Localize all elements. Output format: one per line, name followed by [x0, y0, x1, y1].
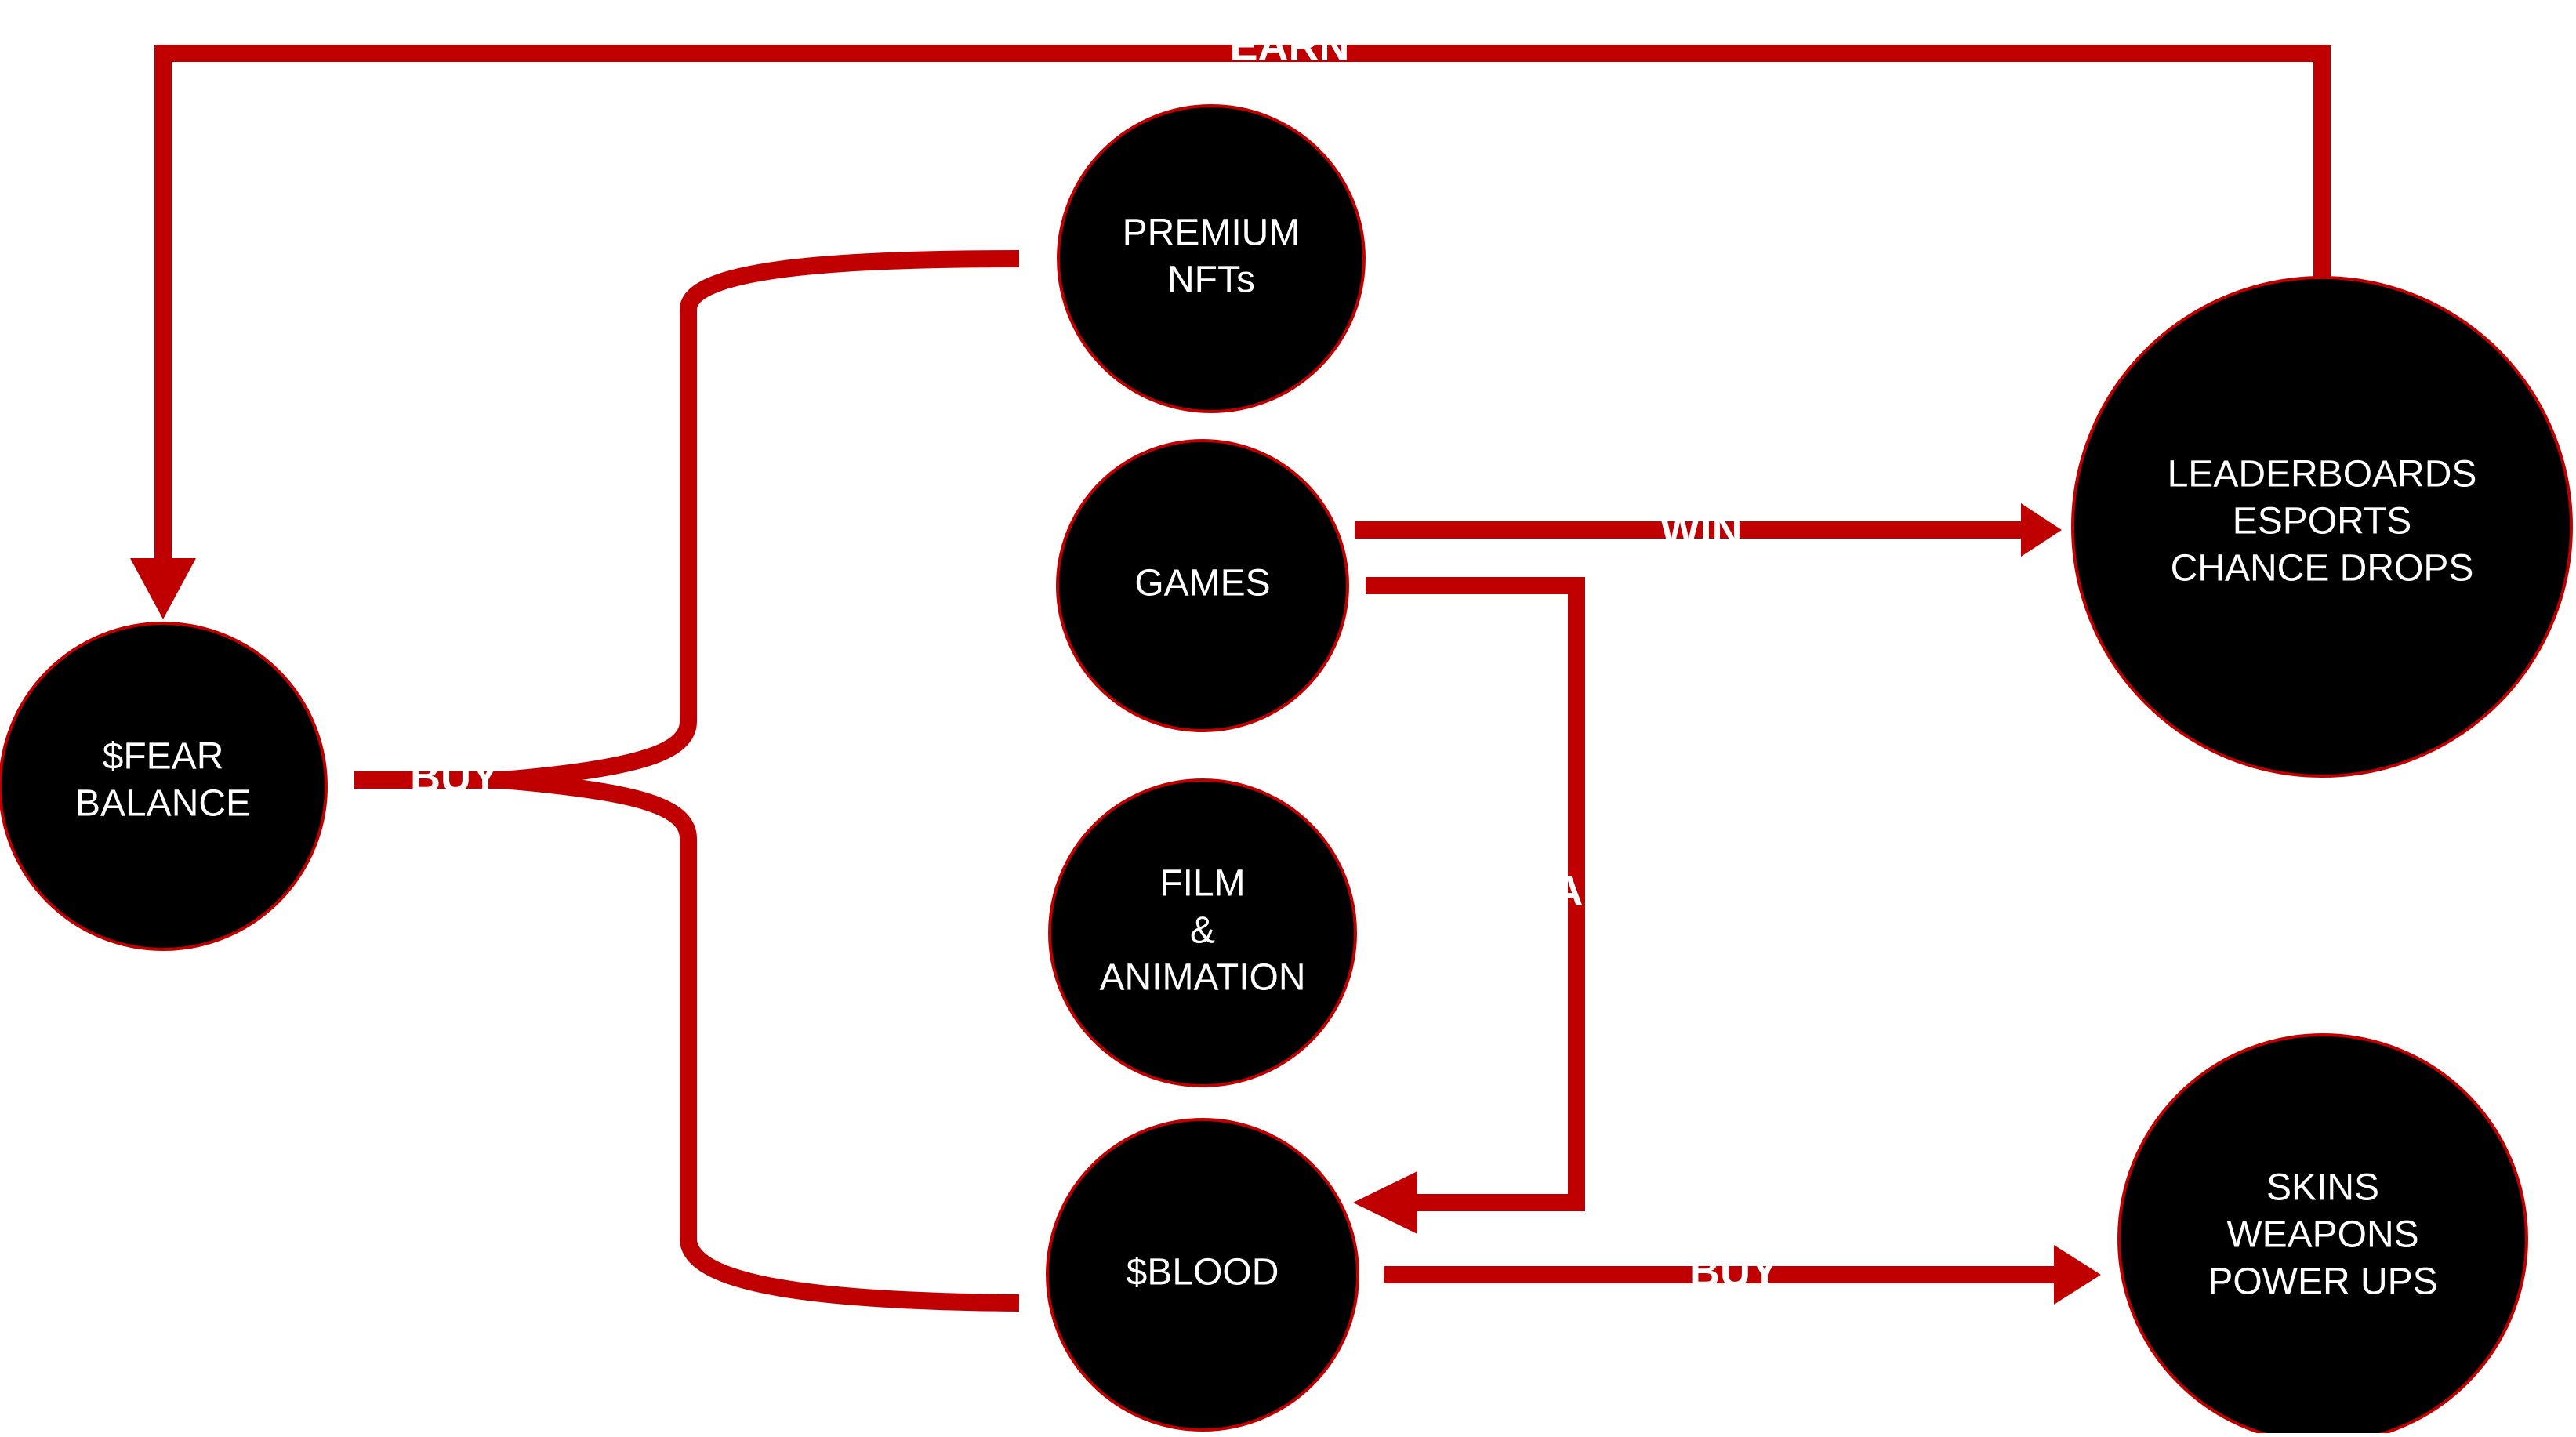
- play-connector: [1366, 577, 1585, 1211]
- node-skins-line-2: WEAPONS: [2226, 1214, 2418, 1256]
- node-film-animation-line-1: FILM: [1159, 863, 1245, 905]
- buy-brace-upper: [501, 250, 1020, 789]
- node-leaderboards-line-1: LEADERBOARDS: [2168, 454, 2477, 495]
- node-film-animation-circle: [1048, 778, 1357, 1087]
- node-fear-balance-line-1: $FEAR: [103, 736, 224, 778]
- node-skins: SKINS WEAPONS POWER UPS: [2117, 1033, 2528, 1437]
- node-skins-line-3: POWER UPS: [2208, 1261, 2437, 1303]
- node-games-circle: [1056, 439, 1349, 732]
- node-blood-line-1: $BLOOD: [1127, 1252, 1279, 1294]
- node-premium-nfts-line-1: PREMIUM: [1123, 212, 1301, 254]
- earn-connector: [154, 45, 2331, 558]
- edge-label-win: WIN: [1660, 506, 1743, 553]
- node-games-line-1: GAMES: [1134, 563, 1270, 604]
- node-film-animation-line-3: ANIMATION: [1099, 957, 1305, 999]
- node-premium-nfts-line-2: NFTs: [1167, 259, 1255, 301]
- node-film-animation-line-2: &: [1190, 910, 1215, 952]
- node-leaderboards-circle: [2071, 276, 2573, 778]
- node-leaderboards: LEADERBOARDS ESPORTS CHANCE DROPS: [2071, 276, 2573, 778]
- edge-label-buy-right: BUY: [1689, 1248, 1779, 1295]
- node-fear-balance-circle: [0, 622, 328, 951]
- edge-label-buy-left: BUY: [410, 753, 499, 800]
- node-skins-circle: [2117, 1033, 2528, 1437]
- node-leaderboards-line-2: ESPORTS: [2233, 501, 2412, 543]
- node-premium-nfts-circle: [1057, 104, 1366, 413]
- win-arrowhead: [2021, 503, 2062, 557]
- node-fear-balance: $FEAR BALANCE: [0, 622, 328, 951]
- node-film-animation: FILM & ANIMATION: [1048, 778, 1357, 1087]
- edge-label-play: A: [1553, 867, 1584, 914]
- node-blood: $BLOOD: [1046, 1118, 1359, 1432]
- play-arrowhead: [1353, 1171, 1417, 1234]
- node-blood-circle: [1046, 1118, 1359, 1432]
- node-fear-balance-line-2: BALANCE: [75, 783, 251, 825]
- edge-label-earn: EARN: [1229, 22, 1349, 69]
- node-games: GAMES: [1056, 439, 1349, 732]
- earn-arrowhead: [130, 558, 196, 619]
- buy-right-arrowhead: [2054, 1245, 2101, 1305]
- node-skins-line-1: SKINS: [2266, 1167, 2379, 1209]
- buy-brace-lower: [501, 771, 1020, 1312]
- node-premium-nfts: PREMIUM NFTs: [1057, 104, 1366, 413]
- node-leaderboards-line-3: CHANCE DROPS: [2171, 548, 2474, 590]
